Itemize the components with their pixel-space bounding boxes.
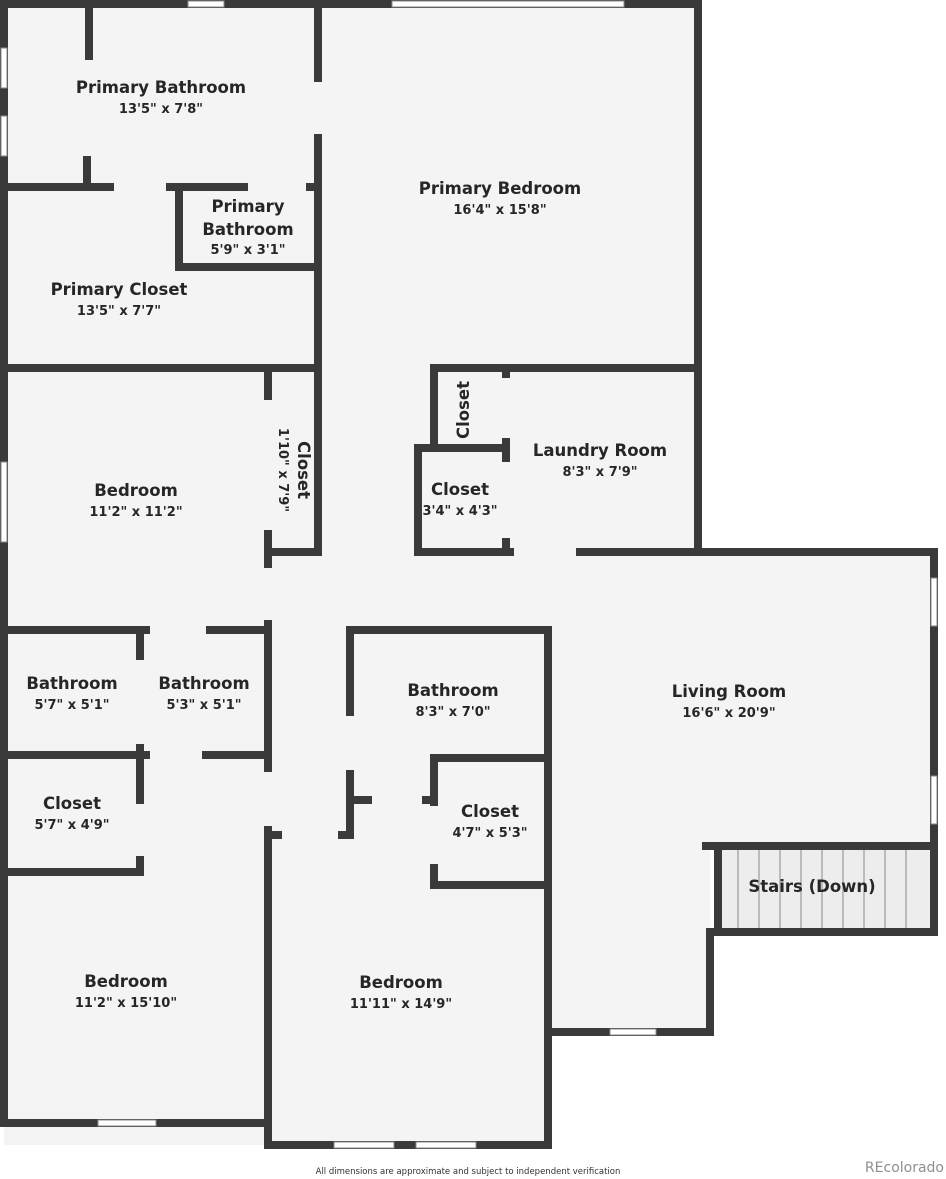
room-labels: Primary Bathroom 13'5" x 7'8" Primary Be…: [26, 78, 875, 1012]
primary-bedroom-dim: 16'4" x 15'8": [453, 203, 546, 218]
brand-watermark: REcolorado: [864, 1160, 944, 1176]
primary-bathroom-small-name-1: Primary: [211, 197, 284, 216]
dimensions-disclaimer: All dimensions are approximate and subje…: [315, 1167, 621, 1177]
primary-bathroom-small-name-2: Bathroom: [202, 220, 293, 239]
primary-bathroom-name: Primary Bathroom: [76, 78, 246, 97]
bedroom-3-dim: 11'11" x 14'9": [350, 997, 452, 1012]
closet-vertical-name: Closet: [454, 381, 473, 439]
floor-area: [4, 4, 934, 1145]
bedroom-1-dim: 11'2" x 11'2": [89, 505, 182, 520]
closet-e-dim: 4'7" x 5'3": [452, 826, 527, 841]
closet-rotated-dim: 1'10" x 7'9": [275, 428, 290, 512]
closet-e-name: Closet: [461, 802, 519, 821]
primary-closet-dim: 13'5" x 7'7": [77, 304, 161, 319]
primary-closet-name: Primary Closet: [51, 280, 188, 299]
bathroom-1-dim: 5'7" x 5'1": [34, 698, 109, 713]
closet-d-name: Closet: [43, 794, 101, 813]
bedroom-2-dim: 11'2" x 15'10": [75, 996, 177, 1011]
stairs-name: Stairs (Down): [748, 877, 875, 896]
stairs-treads: [718, 848, 930, 928]
bathroom-2-dim: 5'3" x 5'1": [166, 698, 241, 713]
closet-c-name: Closet: [431, 480, 489, 499]
primary-bathroom-dim: 13'5" x 7'8": [119, 102, 203, 117]
closet-rotated-name: Closet: [294, 441, 313, 499]
door-openings: [114, 82, 576, 864]
bedroom-1-name: Bedroom: [94, 481, 178, 500]
closet-d-dim: 5'7" x 4'9": [34, 818, 109, 833]
laundry-room-name: Laundry Room: [533, 441, 667, 460]
bathroom-3-dim: 8'3" x 7'0": [415, 705, 490, 720]
bathroom-2-name: Bathroom: [158, 674, 249, 693]
bathroom-3-name: Bathroom: [407, 681, 498, 700]
living-room-name: Living Room: [672, 682, 786, 701]
bedroom-3-name: Bedroom: [359, 973, 443, 992]
closet-c-dim: 3'4" x 4'3": [422, 504, 497, 519]
primary-bathroom-small-dim: 5'9" x 3'1": [210, 243, 285, 258]
laundry-room-dim: 8'3" x 7'9": [562, 465, 637, 480]
windows: [0, 0, 938, 1149]
living-room-dim: 16'6" x 20'9": [682, 706, 775, 721]
bedroom-2-name: Bedroom: [84, 972, 168, 991]
bathroom-1-name: Bathroom: [26, 674, 117, 693]
primary-bedroom-name: Primary Bedroom: [419, 179, 581, 198]
